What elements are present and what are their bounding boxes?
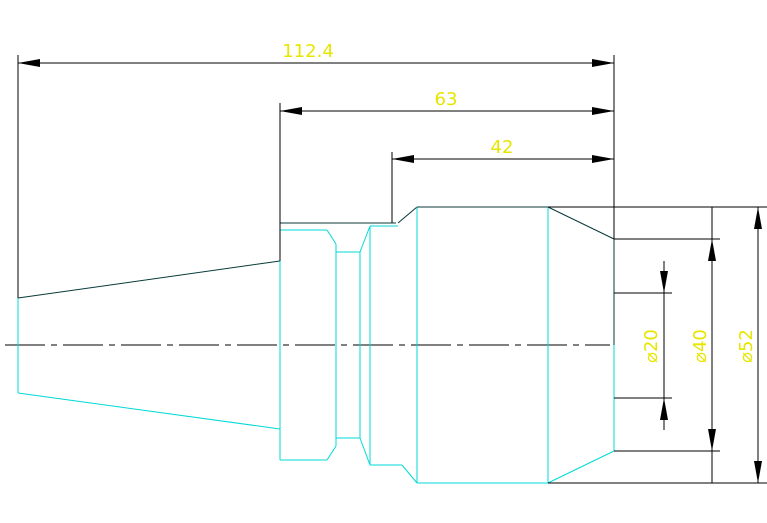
body-shoulder-top (397, 206, 418, 224)
dim-text-d20: ⌀20 (641, 329, 662, 363)
arrow-down (754, 461, 762, 483)
taper-bottom-edge (17, 392, 281, 430)
dim-text-d40: ⌀40 (690, 329, 711, 363)
nose-top-edge (547, 206, 615, 240)
body-shoulder-bottom (401, 464, 418, 484)
dim-overall-length: 112.4 (18, 41, 614, 67)
arrow-up (660, 271, 668, 293)
arrow-left (392, 155, 414, 163)
arrow-left (280, 107, 302, 115)
arrow-left (18, 59, 40, 67)
dim-body-length: 42 (392, 137, 614, 163)
dim-text-d52: ⌀52 (736, 329, 757, 363)
arrow-down (708, 429, 716, 451)
part-outline (17, 206, 615, 484)
dim-dia-small: ⌀20 (641, 261, 668, 430)
arrow-right (592, 59, 614, 67)
arrow-right (592, 155, 614, 163)
taper-top-edge (17, 260, 281, 299)
arrow-up (754, 207, 762, 229)
collar-chamfer-top (326, 229, 337, 245)
dim-shank-length: 63 (280, 89, 614, 115)
dim-text-overall: 112.4 (282, 41, 334, 62)
arrow-right (592, 107, 614, 115)
dim-dia-mid: ⌀40 (690, 207, 716, 483)
nose-bottom-edge (547, 450, 615, 484)
groove-v-top (359, 225, 371, 253)
dim-text-body: 42 (491, 137, 514, 158)
dim-dia-large: ⌀52 (736, 207, 762, 483)
dim-text-shank: 63 (435, 89, 458, 110)
arrow-down (660, 398, 668, 420)
extension-lines (17, 55, 767, 484)
collar-chamfer-bottom (326, 445, 337, 461)
arrow-up (708, 239, 716, 261)
groove-v-bottom (359, 437, 371, 466)
